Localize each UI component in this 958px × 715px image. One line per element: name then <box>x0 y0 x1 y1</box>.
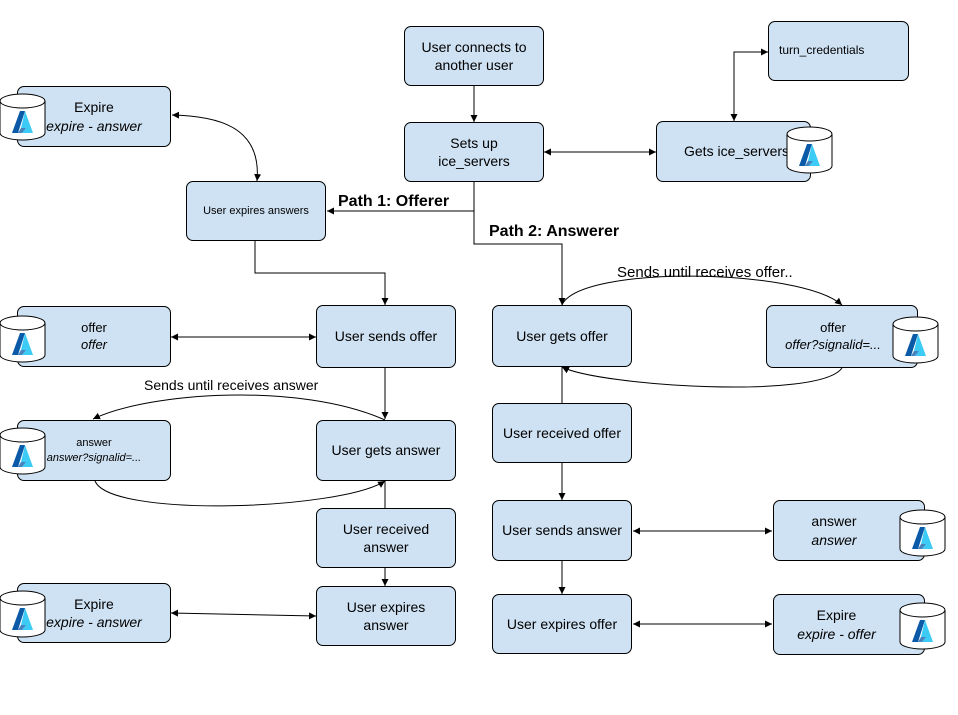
user-sends-offer-node: User sends offer <box>316 305 456 368</box>
answer-store-right-title: answer <box>811 513 857 530</box>
user-received-answer-node: User received answer <box>316 508 456 568</box>
answer-store-left-title: answer <box>76 437 112 450</box>
answer-store-right-subtitle: answer <box>811 531 857 548</box>
expire-left-bottom-title: Expire <box>74 595 114 612</box>
user-received-answer-line2: answer <box>363 539 409 555</box>
user-received-offer-node: User received offer <box>492 403 632 463</box>
turn-credentials-label: turn_credentials <box>779 43 865 58</box>
user-connects-line1: User connects to <box>421 38 527 55</box>
user-connects-line2: another user <box>434 57 514 73</box>
offer-store-left-node: offer offer <box>17 306 171 367</box>
user-sends-offer-label: User sends offer <box>334 328 438 345</box>
user-connects-node: User connects to another user <box>404 26 544 86</box>
offer-store-left-title: offer <box>81 319 107 335</box>
answer-store-left-node: answer answer?signalid=... <box>17 420 171 481</box>
gets-ice-servers-node: Gets ice_servers <box>656 121 811 182</box>
expire-top-subtitle: expire - answer <box>46 117 142 134</box>
user-received-answer-line1: User received <box>342 520 430 537</box>
user-gets-offer-label: User gets offer <box>516 327 608 344</box>
sets-up-ice-servers-node: Sets up ice_servers <box>404 122 544 182</box>
path1-label: Path 1: Offerer <box>338 193 450 210</box>
user-expires-answer-line1: User expires <box>346 598 426 615</box>
gets-ice-servers-label: Gets ice_servers <box>684 143 790 160</box>
answer-store-right-node: answer answer <box>773 500 925 561</box>
answer-store-left-subtitle: answer?signalid=... <box>46 451 142 464</box>
user-expires-answers-node: User expires answers <box>186 181 326 241</box>
loop-answer-label: Sends until receives answer <box>144 377 319 393</box>
loop-offer-label: Sends until receives offer.. <box>617 264 793 281</box>
user-gets-answer-node: User gets answer <box>316 420 456 481</box>
path2-label: Path 2: Answerer <box>489 223 620 240</box>
offer-store-right-title: offer <box>820 319 846 335</box>
user-expires-answer-node: User expires answer <box>316 586 456 646</box>
user-expires-answer-line2: answer <box>363 617 409 633</box>
user-expires-answers-label: User expires answers <box>203 204 309 217</box>
user-expires-offer-node: User expires offer <box>492 594 632 654</box>
user-sends-answer-node: User sends answer <box>492 500 632 561</box>
expire-left-bottom-subtitle: expire - answer <box>46 614 142 630</box>
expire-left-bottom-node: Expire expire - answer <box>17 583 171 643</box>
user-received-offer-label: User received offer <box>502 424 621 441</box>
user-gets-offer-node: User gets offer <box>492 305 632 367</box>
sets-up-line2: ice_servers <box>438 153 510 169</box>
expire-right-node: Expire expire - offer <box>773 594 925 655</box>
expire-right-title: Expire <box>816 607 857 624</box>
user-gets-answer-label: User gets answer <box>331 442 441 459</box>
sets-up-line1: Sets up <box>450 134 498 151</box>
turn-credentials-node: turn_credentials <box>768 21 909 81</box>
expire-top-node: Expire expire - answer <box>17 86 171 147</box>
offer-store-right-subtitle: offer?signalid=... <box>785 336 881 352</box>
offer-store-right-node: offer offer?signalid=... <box>766 305 918 368</box>
user-expires-offer-label: User expires offer <box>506 615 618 632</box>
expire-top-title: Expire <box>74 99 114 116</box>
user-sends-answer-label: User sends answer <box>502 522 622 539</box>
expire-right-subtitle: expire - offer <box>797 625 876 642</box>
offer-store-left-subtitle: offer <box>80 336 107 352</box>
